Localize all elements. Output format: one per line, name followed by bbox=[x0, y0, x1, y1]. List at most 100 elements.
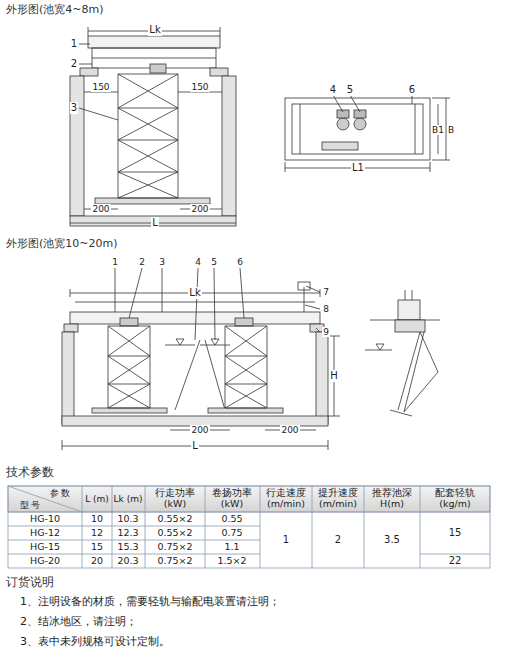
note-text: 2、结冰地区，请注明； bbox=[20, 616, 137, 629]
drawing-label: L1 bbox=[351, 162, 365, 174]
truss-member bbox=[118, 172, 178, 198]
truss-member bbox=[108, 356, 150, 357]
truss-member bbox=[225, 356, 267, 357]
truss-member bbox=[225, 326, 267, 356]
truss-frames bbox=[108, 74, 267, 408]
table-cell: 0.55×2 bbox=[157, 514, 192, 525]
truss-member bbox=[225, 384, 267, 408]
drawing-label: 200 bbox=[280, 425, 299, 435]
drawing-label: 1 bbox=[111, 257, 119, 267]
truss-member bbox=[108, 326, 150, 356]
table-cell: 10 bbox=[91, 514, 103, 525]
truss-member bbox=[108, 326, 150, 327]
table-cell: 提升速度 (m/min) bbox=[313, 488, 363, 510]
drawing-label: 4 bbox=[194, 257, 202, 267]
truss-member bbox=[118, 172, 178, 198]
table-cell: 2 bbox=[335, 534, 341, 546]
drawing-label: 5 bbox=[210, 257, 218, 267]
drawing-label: 150 bbox=[190, 82, 209, 92]
table-cell: 15.3 bbox=[117, 542, 138, 553]
truss-member bbox=[118, 108, 178, 140]
truss-member bbox=[108, 326, 150, 356]
note-text: 3、表中未列规格可设计定制。 bbox=[20, 636, 170, 649]
truss-member bbox=[118, 172, 178, 173]
truss-member bbox=[118, 198, 178, 199]
drawing-label: 6 bbox=[236, 257, 244, 267]
table-cell: 3.5 bbox=[384, 534, 400, 546]
table-cell: 配套轻轨 (kg/m) bbox=[422, 488, 488, 510]
truss-member bbox=[108, 326, 109, 408]
truss-member bbox=[108, 384, 150, 408]
truss-member bbox=[225, 326, 267, 356]
drawing-label: 3 bbox=[158, 257, 166, 267]
table-cell: 0.75 bbox=[221, 528, 242, 539]
drawing-label: L bbox=[191, 440, 199, 452]
table-cell: 20 bbox=[91, 556, 103, 567]
truss-member bbox=[118, 140, 178, 172]
table-cell: 0.55×2 bbox=[157, 528, 192, 539]
drawing-label: Lk bbox=[188, 287, 201, 299]
table-cell: 1 bbox=[283, 534, 289, 546]
truss-member bbox=[118, 74, 178, 75]
table-cell: 卷扬功率 (kW) bbox=[206, 488, 258, 510]
table-cell: 12 bbox=[91, 528, 103, 539]
table-cell: 0.75×2 bbox=[157, 542, 192, 553]
drawing-label: 7 bbox=[322, 287, 330, 297]
drawing-label: B bbox=[447, 125, 455, 135]
table-cell: 参 数 bbox=[50, 488, 71, 498]
drawing-label: 2 bbox=[138, 257, 146, 267]
truss-member bbox=[225, 356, 267, 384]
drawing-label: 3 bbox=[70, 102, 78, 114]
truss-member bbox=[225, 356, 267, 384]
table-cell: Lk (m) bbox=[112, 494, 144, 504]
table-cell: 推荐池深 H(m) bbox=[365, 488, 419, 510]
table-cell: 10.3 bbox=[117, 514, 138, 525]
table-cell: HG-10 bbox=[30, 514, 60, 525]
truss-member bbox=[118, 140, 178, 172]
truss-member bbox=[108, 408, 150, 409]
note-text: 1、注明设备的材质，需要轻轨与输配电装置请注明； bbox=[20, 596, 280, 609]
table-cell: L (m) bbox=[83, 494, 111, 504]
truss-member bbox=[118, 140, 178, 141]
truss-member bbox=[118, 108, 178, 140]
drawing-label: 4 bbox=[329, 84, 337, 96]
table-cell: 1.5×2 bbox=[217, 556, 246, 567]
truss-member bbox=[108, 356, 150, 384]
table-cell: HG-12 bbox=[30, 528, 60, 539]
drawing-label: 8 bbox=[322, 304, 330, 314]
drawing-label: 200 bbox=[190, 204, 209, 214]
truss-member bbox=[108, 356, 150, 384]
truss-member bbox=[118, 74, 178, 108]
parameter-table bbox=[8, 486, 490, 568]
drawing-label: 150 bbox=[91, 82, 110, 92]
truss-member bbox=[178, 74, 179, 198]
truss-member bbox=[225, 326, 267, 327]
table-cell: HG-20 bbox=[30, 556, 60, 567]
truss-member bbox=[225, 408, 267, 409]
drawing-label: B1 bbox=[431, 125, 445, 135]
table-cell: 行走速度 (m/min) bbox=[261, 488, 311, 510]
table-cell: 20.3 bbox=[117, 556, 138, 567]
note-text: 订货说明 bbox=[6, 576, 54, 590]
drawing-label: 外形图(池宽4~8m) bbox=[6, 4, 104, 17]
table-cell: 12.3 bbox=[117, 528, 138, 539]
drawing-label: 6 bbox=[408, 84, 416, 96]
table-cell: 型 号 bbox=[20, 500, 41, 510]
drawing-label: L bbox=[151, 217, 159, 229]
truss-member bbox=[118, 108, 178, 109]
truss-member bbox=[225, 384, 267, 385]
truss-member bbox=[108, 384, 150, 408]
table-cell: 行走功率 (kW) bbox=[147, 488, 203, 510]
drawing-label: 外形图(池宽10~20m) bbox=[6, 238, 118, 251]
elevation-view-small bbox=[70, 27, 236, 226]
table-cell: 0.55 bbox=[221, 514, 242, 525]
truss-member bbox=[225, 384, 267, 408]
table-cell: 15 bbox=[91, 542, 103, 553]
table-cell: 0.75×2 bbox=[157, 556, 192, 567]
drawing-label: 9 bbox=[322, 327, 330, 337]
truss-member bbox=[225, 326, 226, 408]
truss-member bbox=[108, 384, 150, 385]
drawing-label: 200 bbox=[91, 204, 110, 214]
note-text: 技术参数 bbox=[6, 466, 54, 480]
